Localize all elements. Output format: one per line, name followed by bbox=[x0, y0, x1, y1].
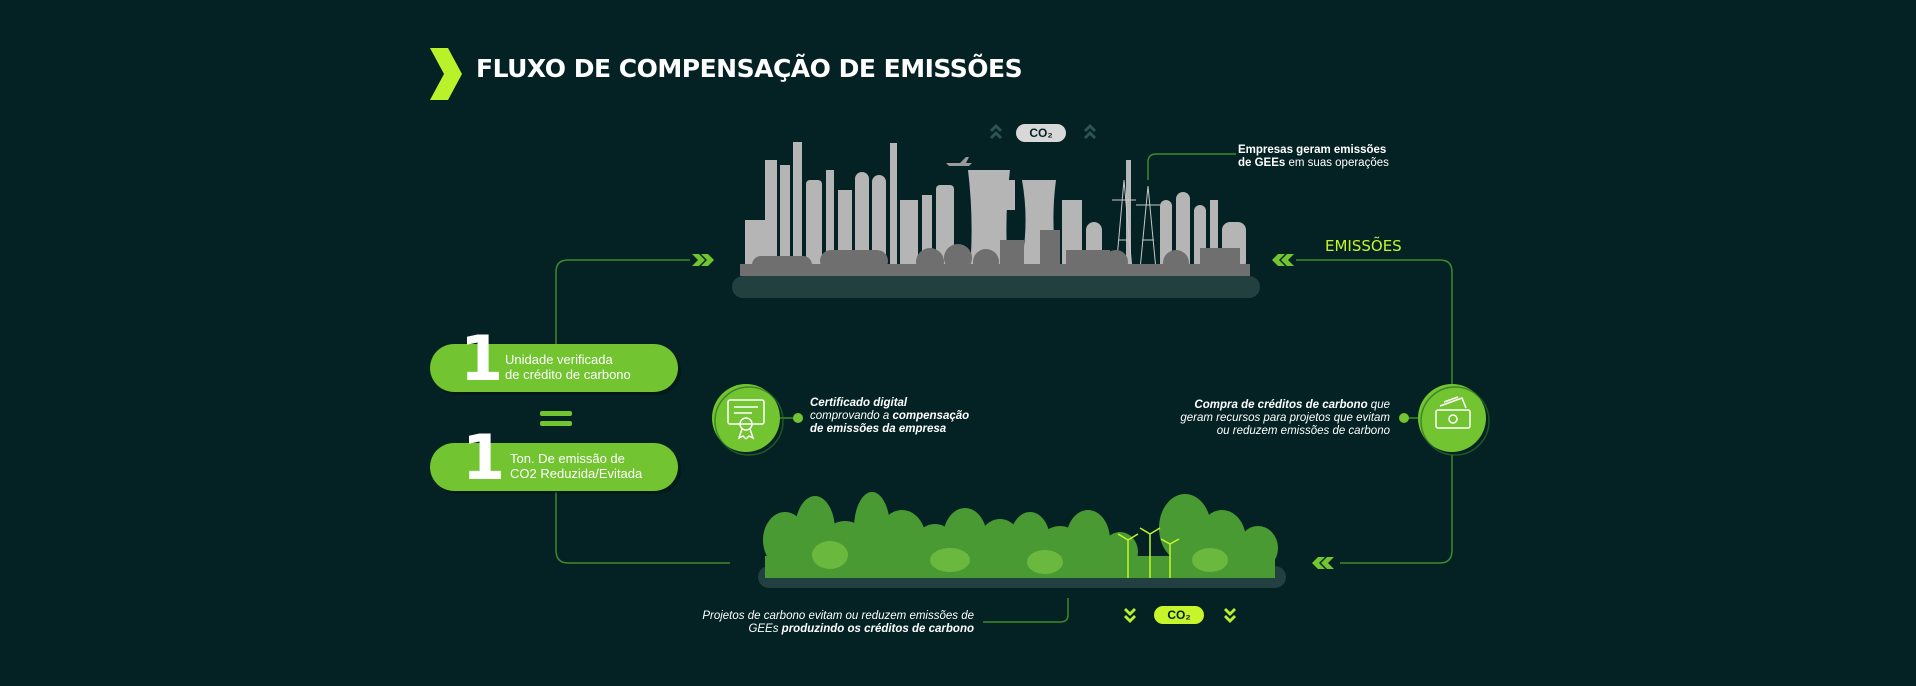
purchase-badge bbox=[1399, 384, 1490, 456]
industry-illustration bbox=[732, 142, 1260, 298]
arrow-right-icon bbox=[692, 254, 714, 266]
certificate-line2-bold: compensação bbox=[892, 410, 970, 422]
emissions-label: EMISSÕES bbox=[1325, 237, 1402, 255]
chevron-right-logo-icon bbox=[430, 48, 462, 100]
purchase-line1-rest: que bbox=[1367, 399, 1390, 411]
industry-note: Empresas geram emissões de GEEs em suas … bbox=[1238, 144, 1389, 170]
unit-emission-line1: Ton. De emissão de bbox=[510, 451, 625, 466]
co2-tag-top: CO₂ bbox=[1029, 126, 1053, 140]
flow-line-right-bottom bbox=[1340, 455, 1453, 564]
unit-credit-pill: 1 Unidade verificada de crédito de carbo… bbox=[430, 328, 678, 392]
airplane-icon bbox=[946, 157, 972, 166]
industry-note-bold2: de GEEs bbox=[1238, 157, 1286, 169]
flow-line-right-top bbox=[1296, 259, 1453, 385]
co2-tag-top-bg bbox=[1016, 124, 1066, 142]
unit-credit-line1: Unidade verificada bbox=[505, 352, 613, 367]
wind-turbine-icon bbox=[1117, 527, 1180, 578]
flow-line-left-bottom bbox=[555, 492, 730, 564]
money-bill-icon bbox=[1435, 396, 1471, 429]
unit-emission-line2: CO2 Reduzida/Evitada bbox=[510, 466, 643, 481]
projects-line1: Projetos de carbono evitam ou reduzem em… bbox=[702, 610, 974, 622]
page-title: FLUXO DE COMPENSAÇÃO DE EMISSÕES bbox=[476, 54, 1023, 83]
unit-credit-number: 1 bbox=[460, 322, 504, 395]
arrow-left-icon bbox=[1272, 254, 1294, 266]
industry-note-bold: Empresas geram emissões bbox=[1238, 144, 1387, 156]
down-arrow-icon bbox=[1124, 608, 1236, 623]
industry-note-rest: em suas operações bbox=[1285, 157, 1389, 169]
certificate-note: Certificado digital comprovando a compen… bbox=[810, 397, 969, 436]
purchase-line3: ou reduzem emissões de carbono bbox=[1216, 425, 1390, 437]
certificate-line3: de emissões da empresa bbox=[810, 423, 947, 435]
unit-emission-pill: 1 Ton. De emissão de CO2 Reduzida/Evitad… bbox=[430, 427, 678, 491]
unit-emission-number: 1 bbox=[462, 421, 506, 494]
flow-lines bbox=[555, 153, 1453, 623]
purchase-note: Compra de créditos de carbono que geram … bbox=[1150, 399, 1390, 438]
certificate-line2-prefix: comprovando a bbox=[810, 410, 893, 422]
flow-line-left-top bbox=[555, 259, 690, 345]
flow-line-industry-note bbox=[1147, 153, 1236, 180]
flow-line-projects-note bbox=[983, 598, 1069, 623]
certificate-badge bbox=[712, 384, 803, 456]
certificate-line1: Certificado digital bbox=[810, 397, 908, 409]
co2-tag-bottom: CO₂ bbox=[1167, 608, 1191, 622]
projects-line2-bold: produzindo os créditos de carbono bbox=[781, 623, 974, 635]
forest-illustration bbox=[758, 492, 1286, 588]
arrow-left-icon bbox=[1312, 557, 1334, 569]
co2-tag-bottom-bg bbox=[1154, 606, 1204, 624]
certificate-icon bbox=[727, 399, 765, 440]
purchase-line1-bold: Compra de créditos de carbono bbox=[1194, 399, 1368, 411]
up-arrow-icon bbox=[990, 124, 1096, 139]
unit-credit-line2: de crédito de carbono bbox=[505, 367, 631, 382]
projects-line2-prefix: GEEs bbox=[748, 623, 782, 635]
projects-note: Projetos de carbono evitam ou reduzem em… bbox=[664, 610, 974, 636]
purchase-line2: geram recursos para projetos que evitam bbox=[1180, 412, 1390, 424]
equals-icon bbox=[540, 411, 572, 426]
